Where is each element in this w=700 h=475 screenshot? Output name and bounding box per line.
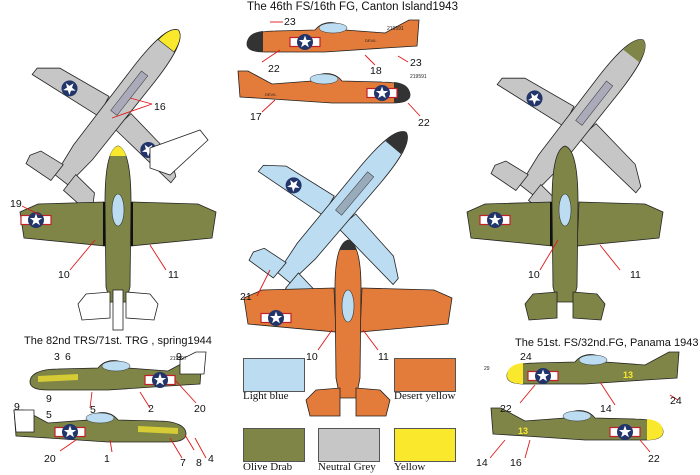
callout-numbers: 16 19 10 11 23 22 18 23 17 22 21 10 11 1…	[10, 16, 682, 469]
svg-text:29: 29	[484, 366, 490, 372]
aircraft-51st-profile-2: 13 29	[484, 366, 664, 441]
callout-19: 19	[10, 198, 22, 210]
callout-14a: 14	[600, 403, 612, 415]
aircraft-center-topview	[243, 239, 453, 417]
callout-21: 21	[240, 291, 252, 303]
callout-11b: 11	[378, 351, 389, 363]
aircraft-center-underside	[210, 75, 474, 342]
aircraft-51st-profile-1: 13	[506, 351, 680, 385]
callout-leaders	[21, 21, 679, 459]
swatch-yellow	[394, 428, 456, 462]
callout-20a: 20	[194, 403, 206, 415]
callout-18: 18	[370, 65, 382, 77]
callout-23b: 23	[410, 57, 422, 69]
svg-text:13: 13	[623, 370, 633, 380]
swatch-olive-drab	[243, 428, 305, 462]
aircraft-top-profile-1: 219591 DEVIL	[246, 19, 420, 53]
callout-1: 1	[104, 453, 110, 465]
swatch-label-olive-drab: Olive Drab	[243, 461, 293, 473]
aircraft-82nd-profile-2	[13, 409, 187, 443]
caption-51st-fs: The 51st. FS/32nd.FG, Panama 1943	[515, 337, 699, 349]
callout-3: 3	[54, 351, 60, 363]
swatch-neutral-grey	[318, 428, 380, 462]
svg-text:219591: 219591	[387, 26, 404, 32]
callout-24a: 24	[520, 351, 532, 363]
callout-9b: 9	[46, 393, 52, 405]
aircraft-82nd-profile-1: 219597	[29, 351, 207, 391]
callout-9c: 9	[14, 401, 20, 413]
callout-22: 22	[268, 63, 280, 75]
aircraft-right-underside	[451, 0, 700, 252]
callout-22d: 22	[648, 453, 660, 465]
callout-22b: 22	[418, 117, 430, 129]
aircraft-right-topview	[466, 145, 664, 321]
swatch-label-light-blue: Light blue	[243, 390, 289, 402]
callout-16: 16	[154, 101, 166, 113]
svg-text:219591: 219591	[410, 74, 427, 80]
svg-text:DEVIL: DEVIL	[365, 38, 377, 43]
swatch-light-blue	[243, 358, 305, 392]
callout-11: 11	[168, 269, 179, 281]
callout-16b: 16	[510, 457, 522, 469]
callout-6: 6	[65, 351, 71, 363]
callout-8: 8	[196, 457, 202, 469]
aircraft-left-topview	[19, 145, 217, 331]
callout-10c: 10	[528, 269, 540, 281]
swatch-label-desert-yellow: Desert yellow	[394, 390, 456, 402]
caption-46th-fs: The 46th FS/16th FG, Canton Island1943	[247, 1, 458, 13]
aircraft-left-underside	[0, 0, 249, 242]
callout-11c: 11	[630, 269, 641, 281]
callout-5b: 5	[46, 409, 52, 421]
callout-17: 17	[250, 111, 262, 123]
callout-24b: 24	[670, 395, 682, 407]
aircraft-top-profile-2: DEVIL 219591	[237, 70, 427, 104]
callout-10b: 10	[306, 351, 318, 363]
swatch-desert-yellow	[394, 358, 456, 392]
swatch-label-yellow: Yellow	[394, 461, 426, 473]
swatch-label-neutral-grey: Neutral Grey	[318, 461, 376, 473]
caption-82nd-trs: The 82nd TRS/71st. TRG , spring1944	[24, 335, 212, 347]
svg-text:219597: 219597	[170, 356, 187, 362]
callout-22c: 22	[500, 403, 512, 415]
callout-20b: 20	[44, 453, 56, 465]
callout-4: 4	[208, 453, 214, 465]
svg-text:13: 13	[518, 426, 528, 436]
callout-9a: 9	[176, 351, 182, 363]
callout-7: 7	[180, 457, 186, 469]
callout-23: 23	[284, 16, 296, 28]
svg-text:DEVIL: DEVIL	[265, 92, 277, 97]
callout-10: 10	[58, 269, 70, 281]
callout-14b: 14	[476, 457, 488, 469]
callout-5a: 5	[90, 404, 96, 416]
callout-2: 2	[148, 403, 154, 415]
